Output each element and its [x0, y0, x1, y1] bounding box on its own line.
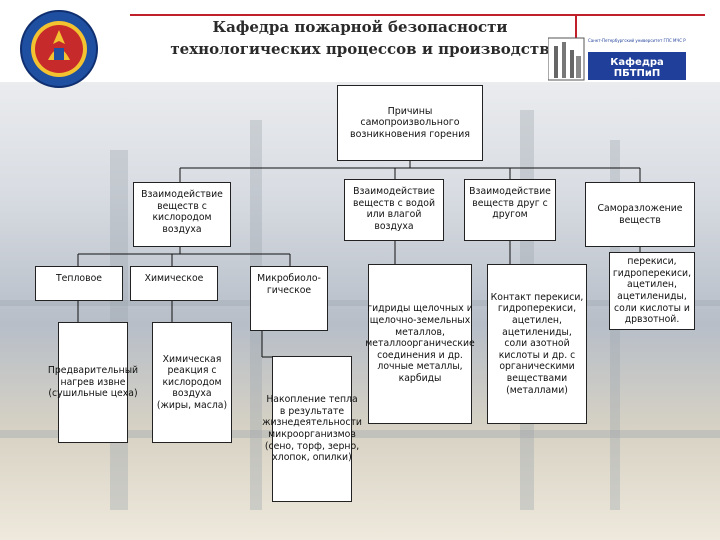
subcategory-chemical-box: Химическое — [130, 266, 218, 301]
root-cause-box: Причины самопроизвольного возникновения … — [337, 85, 483, 161]
subcategory-micro-box: Микробиоло-гическое — [250, 266, 328, 331]
subcategory-thermal-box: Тепловое — [35, 266, 123, 301]
detail-selfdecomp-box: перекиси, гидроперекиси, ацетилен, ацети… — [609, 252, 695, 330]
category-oxygen-box: Взаимодействие веществ с кислородом возд… — [133, 182, 231, 247]
background-pipe — [0, 300, 720, 306]
detail-mutual-box: Контакт перекиси, гидроперекиси, ацетиле… — [487, 264, 587, 424]
background-pipe — [0, 430, 720, 438]
detail-water-box: гидриды щелочных и щелочно-земельных мет… — [365, 264, 475, 424]
department-logo-caption: Санкт-Петербургский университет ГПС МЧС … — [588, 38, 686, 43]
department-logo-text: Кафедра ПБТПиП — [610, 57, 664, 79]
department-logo: Санкт-Петербургский университет ГПС МЧС … — [547, 36, 688, 82]
university-emblem-icon — [18, 8, 100, 90]
detail-micro-box: Накопление тепла в результате жизнедеяте… — [262, 356, 362, 502]
detail-thermal-box: Предварительный нагрев извне (сушильные … — [48, 322, 138, 443]
category-selfdecomp-box: Саморазложение веществ — [585, 182, 695, 247]
header-accent-tick — [575, 14, 577, 42]
category-mutual-box: Взаимодействие веществ друг с другом — [464, 179, 556, 241]
header-accent-line — [130, 14, 705, 16]
page-title-line1: Кафедра пожарной безопасности — [212, 18, 508, 36]
page-title-line2: технологических процессов и производств — [170, 40, 550, 58]
category-water-box: Взаимодействие веществ с водой или влаго… — [344, 179, 444, 241]
detail-chemical-box: Химическая реакция с кислородом воздуха … — [152, 322, 232, 443]
